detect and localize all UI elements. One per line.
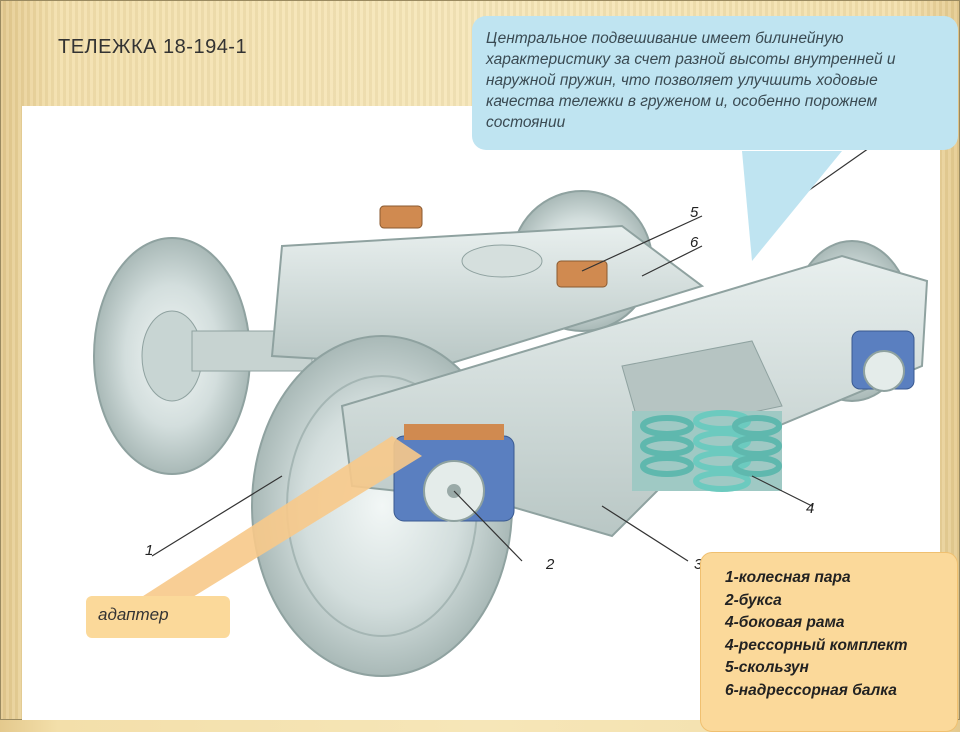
adapter-label: адаптер xyxy=(86,596,230,638)
label-number-5: 5 xyxy=(690,204,699,221)
legend-item: 6-надрессорная балка xyxy=(725,681,897,699)
callout-tail xyxy=(742,151,842,261)
legend-item: 2-букса xyxy=(725,591,782,609)
spring-set xyxy=(632,410,782,492)
label-number-6: 6 xyxy=(690,234,699,251)
slider-top xyxy=(379,205,423,229)
legend-item: 4-боковая рама xyxy=(725,614,845,631)
bogie-drawing xyxy=(93,145,929,677)
label-number-2: 2 xyxy=(546,556,555,573)
parts-legend: 1-колесная пара 2-букса 4-боковая рама 4… xyxy=(700,552,958,732)
legend-item: 4-рессорный комплект xyxy=(725,636,908,654)
adapter-pointer xyxy=(112,436,422,616)
description-callout: Центральное подвешивание имеет билинейну… xyxy=(472,16,958,150)
label-number-1: 1 xyxy=(145,542,154,559)
legend-item: 1-колесная пара xyxy=(725,569,851,586)
slide-title: ТЕЛЕЖКА 18-194-1 xyxy=(58,36,248,58)
slider-right xyxy=(556,260,608,288)
legend-item: 5-скользун xyxy=(725,659,809,676)
label-number-4: 4 xyxy=(806,500,815,517)
label-number-3: 3 xyxy=(694,556,703,573)
